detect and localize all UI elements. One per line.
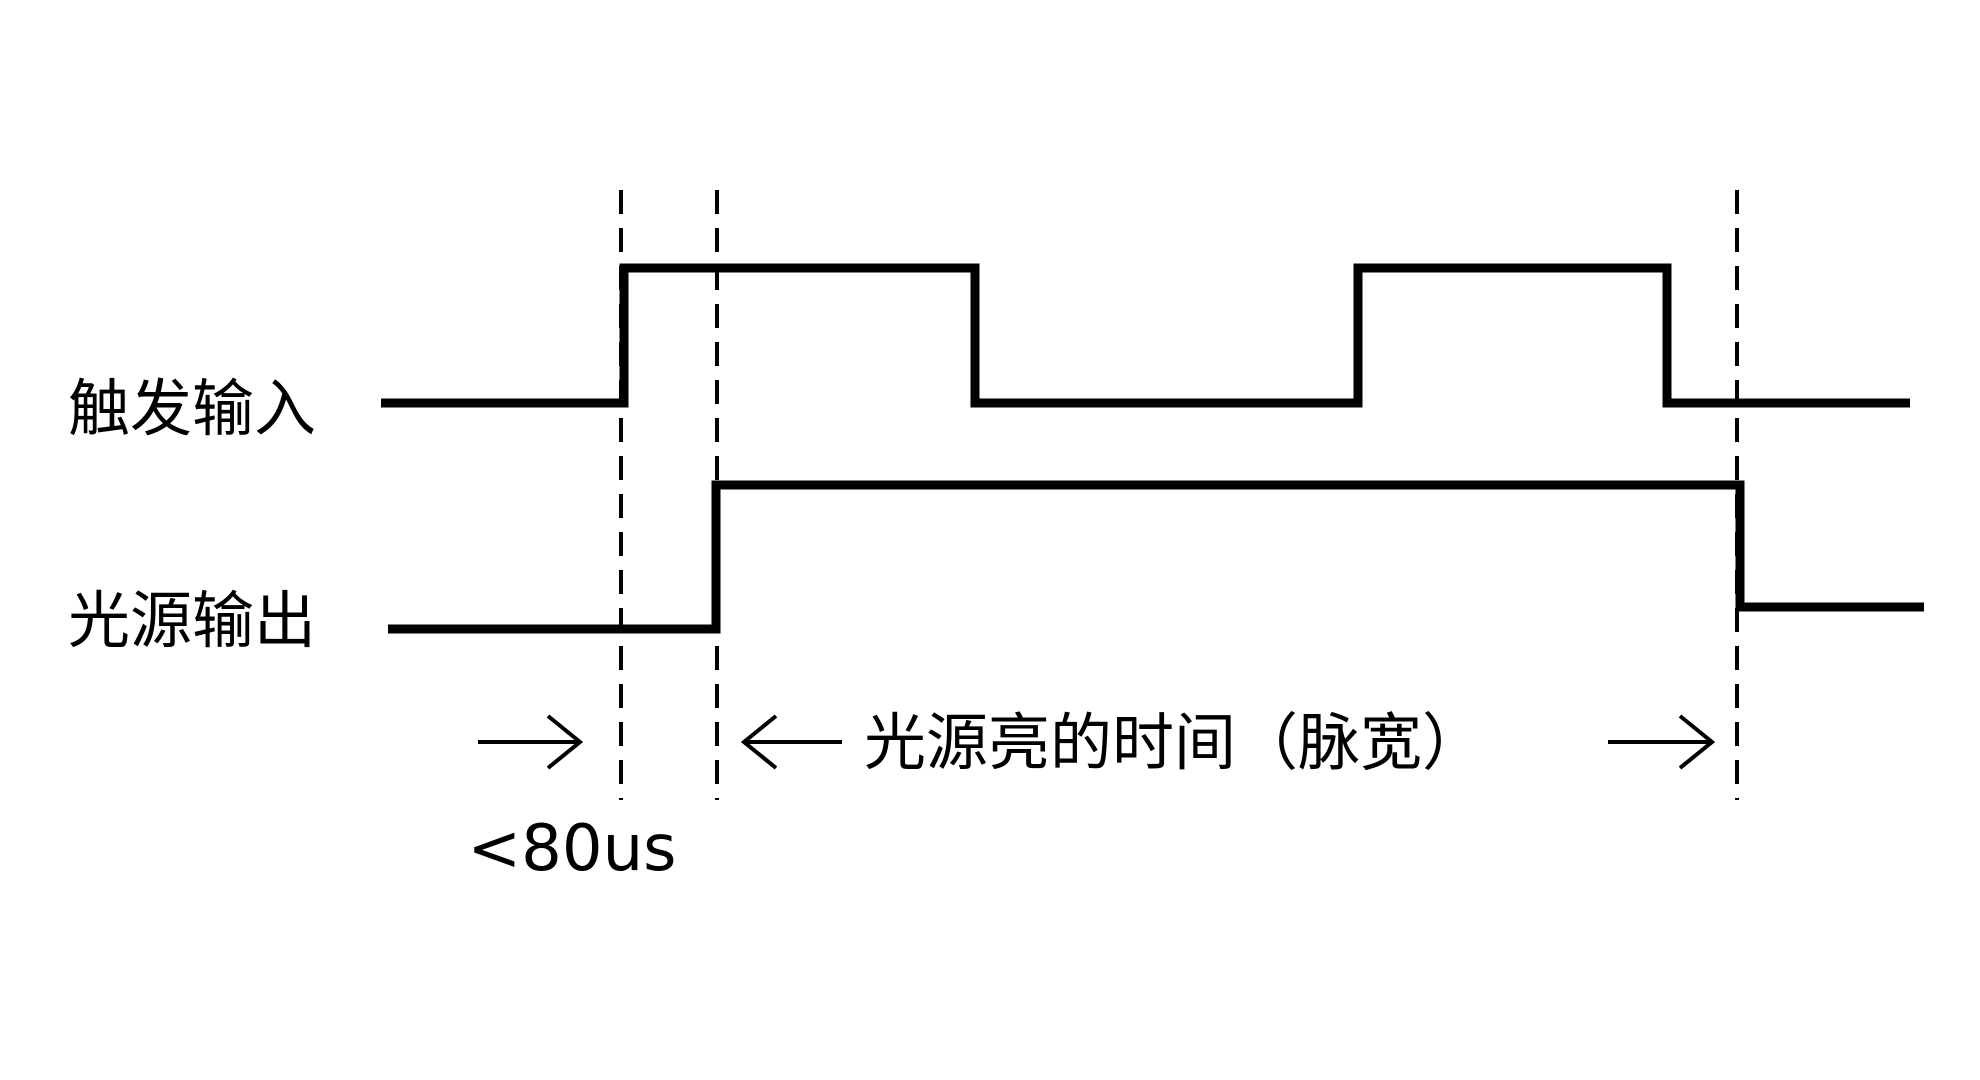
trigger-input-waveform [381,263,1910,408]
light-output-waveform [388,480,1924,634]
delay-label: <80us [468,812,677,886]
arrow-left-icon [740,714,842,770]
pulse-width-label: 光源亮的时间（脉宽） [864,706,1484,779]
arrow-right-icon [478,714,584,770]
light-output-label: 光源输出 [68,584,316,657]
trigger-input-label: 触发输入 [68,372,316,445]
arrow-right-icon [1608,714,1716,770]
